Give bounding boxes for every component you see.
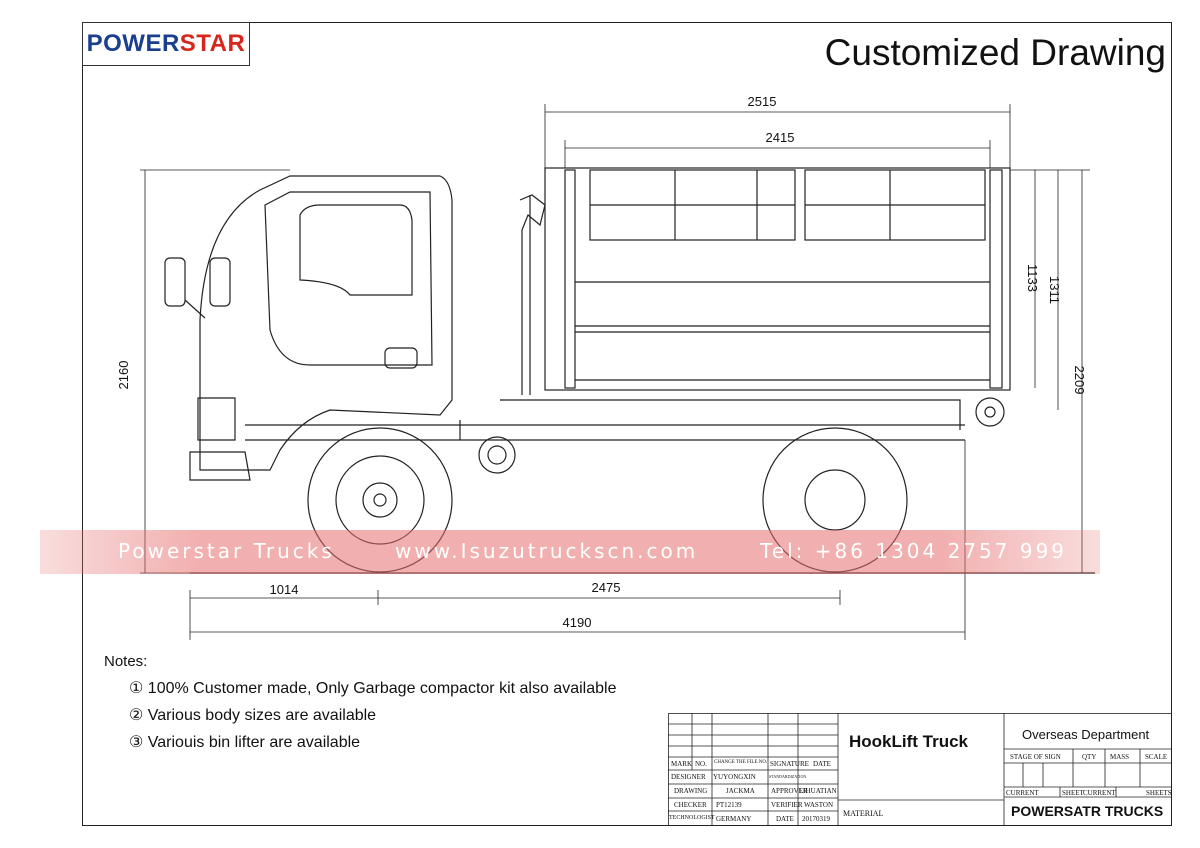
dim-1311: 1311	[1047, 276, 1062, 304]
dim-2475: 2475	[592, 580, 621, 595]
tb-tech: GERMANY	[716, 815, 752, 823]
dim-1014: 1014	[270, 582, 299, 597]
dim-2160: 2160	[116, 361, 131, 390]
page-title: Customized Drawing	[824, 32, 1166, 73]
tb-drawing: JACKMA	[726, 787, 755, 795]
dim-2209: 2209	[1072, 366, 1087, 395]
truck-cab	[164, 175, 453, 481]
note-item-2: ② Various body sizes are available	[129, 707, 377, 724]
title-block: MARK NO. CHANGE THE FILE NO. SIGNATURE D…	[668, 713, 1172, 826]
tb-company: POWERSATR TRUCKS	[1011, 803, 1164, 819]
tb-date: 20170319	[802, 815, 830, 823]
tb-stage: STAGE OF SIGN	[1010, 753, 1061, 761]
dim-4190: 4190	[563, 615, 592, 630]
watermark-banner: Powerstar Trucks www.Isuzutruckscn.com T…	[40, 530, 1100, 574]
tb-approver: LIHUATIAN	[799, 787, 837, 795]
tb-change: CHANGE THE FILE NO.	[714, 760, 768, 765]
dim-2415: 2415	[766, 130, 795, 145]
tb-verifier: WASTON	[804, 801, 834, 809]
tb-sheets: SHEETS	[1146, 789, 1172, 797]
tb-verifier-label: VERIFIER	[771, 801, 803, 809]
tb-scale: SCALE	[1145, 753, 1168, 761]
note-item-1: ① 100% Customer made, Only Garbage compa…	[129, 680, 617, 697]
dim-1133: 1133	[1025, 264, 1040, 292]
tb-checker-label: CHECKER	[674, 801, 707, 809]
dimension-labels: 2515 2415 2160 1133 1311 2209 1014 2475 …	[116, 94, 1087, 630]
dimension-lines	[140, 104, 1090, 640]
watermark-tel: Tel: +86 1304 2757 999	[760, 539, 1068, 563]
tb-designer: YUYONGXIN	[713, 773, 756, 781]
tb-drawing-label: DRAWING	[674, 787, 708, 795]
watermark-brand: Powerstar Trucks	[118, 539, 335, 563]
tb-sheet: SHEET	[1062, 789, 1084, 797]
truck-chassis	[245, 399, 965, 474]
tb-approver-label: APPROVER	[771, 787, 808, 795]
tb-date-head: DATE	[813, 760, 831, 768]
notes-heading: Notes:	[104, 653, 148, 670]
hook-bin-container	[544, 167, 1011, 427]
tb-qty: QTY	[1082, 753, 1097, 761]
tb-material: MATERIAL	[843, 809, 884, 818]
tb-designer-label: DESIGNER	[671, 773, 706, 781]
note-item-3: ③ Variouis bin lifter are available	[129, 734, 361, 751]
hook-lift-arm	[519, 194, 546, 395]
tb-department: Overseas Department	[1022, 727, 1150, 742]
tb-no: NO.	[695, 760, 707, 768]
tb-signature: SIGNATURE	[770, 760, 809, 768]
tb-mark: MARK	[671, 760, 693, 768]
watermark-site: www.Isuzutruckscn.com	[395, 539, 699, 563]
tb-checker: PT12139	[716, 801, 742, 809]
title-block-grid	[668, 713, 1172, 826]
tb-product: HookLift Truck	[849, 732, 969, 751]
tb-date-label: DATE	[776, 815, 794, 823]
tb-tech-label: TECHNOLOGIST	[669, 815, 715, 821]
tb-standard: STANDARDIZATION	[769, 774, 807, 779]
tb-current: CURRENT	[1006, 789, 1039, 797]
tb-mass: MASS	[1110, 753, 1130, 761]
tb-current2: CURRENT	[1083, 789, 1116, 797]
dim-2515: 2515	[748, 94, 777, 109]
drawing-frame	[82, 22, 1172, 826]
